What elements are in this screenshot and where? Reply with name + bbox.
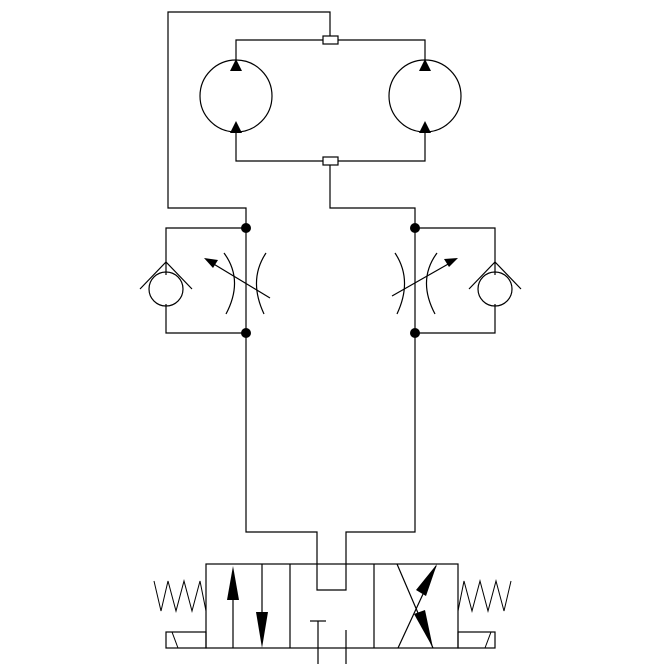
actuator-left: [165, 631, 207, 649]
flow-control-right: [391, 223, 522, 338]
valve-position-parallel: [227, 564, 268, 648]
junction-top: [322, 35, 339, 45]
motor-right: [388, 59, 462, 133]
directional-valve: [153, 563, 512, 664]
junction-bottom: [322, 156, 339, 166]
valve-position-center: [310, 564, 347, 664]
valve-supply-lines: [245, 333, 416, 564]
spring-right: [457, 579, 512, 613]
spring-left: [153, 579, 207, 613]
motor-supply-lines: [167, 11, 426, 228]
actuator-right: [457, 631, 496, 649]
valve-position-crossed: [396, 563, 437, 649]
flow-control-left: [139, 223, 271, 338]
motor-left: [199, 59, 273, 133]
